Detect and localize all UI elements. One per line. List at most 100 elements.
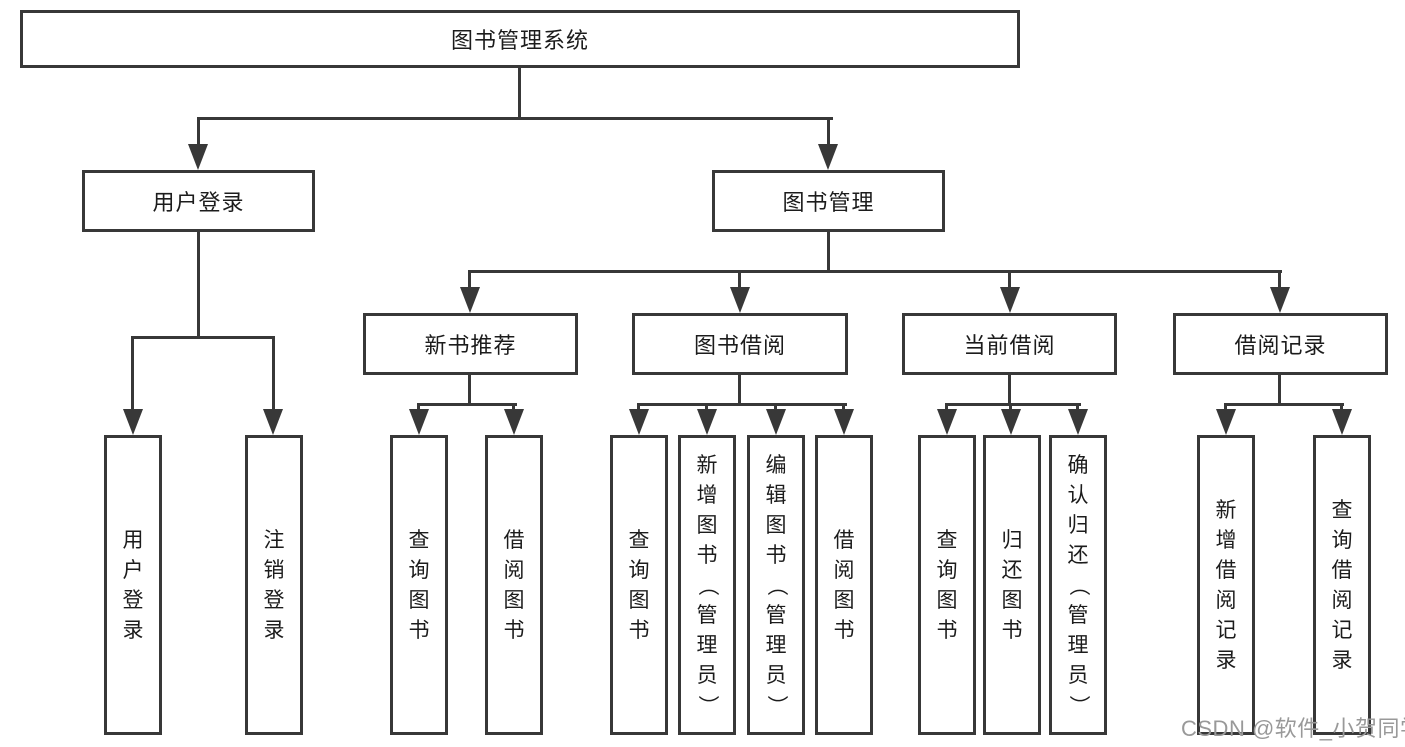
arrowhead-icon [1000,287,1020,313]
vertical-char: 询 [1331,528,1353,552]
vertical-char: 图 [503,588,525,612]
vertical-char: 图 [765,513,787,537]
leaf-add-book-admin: 新增图书（管理员） [678,435,736,735]
arrowhead-icon [263,409,283,435]
vertical-char: 管 [696,603,718,627]
vertical-char: 查 [936,528,958,552]
vertical-char: 新 [696,453,718,477]
leaf-borrow-books-recommend: 借阅图书 [485,435,543,735]
node-library-management-system: 图书管理系统 [20,10,1020,68]
vertical-char: 注 [263,528,285,552]
vertical-char: （ [1066,574,1090,596]
arrowhead-icon [937,409,957,435]
vertical-char: 图 [1001,588,1023,612]
connector-line [417,403,517,406]
connector-line [197,232,200,338]
arrowhead-icon [834,409,854,435]
connector-line [518,68,521,120]
vertical-char: 用 [122,528,144,552]
connector-line [512,403,515,413]
vertical-char: 借 [503,528,525,552]
connector-line [842,403,845,413]
vertical-char: 归 [1067,513,1089,537]
vertical-char: 询 [936,558,958,582]
leaf-edit-book-admin: 编辑图书（管理员） [747,435,805,735]
vertical-char: ） [764,694,788,716]
arrowhead-icon [1332,409,1352,435]
vertical-char: 查 [628,528,650,552]
vertical-char: 书 [936,618,958,642]
arrowhead-icon [1216,409,1236,435]
vertical-char: 阅 [1331,588,1353,612]
vertical-char: 图 [408,588,430,612]
connector-line [738,270,741,292]
vertical-char: ） [1066,694,1090,716]
vertical-char: 阅 [1215,588,1237,612]
connector-line [637,403,847,406]
node-book-borrowing: 图书借阅 [632,313,848,375]
connector-line [197,117,833,120]
vertical-char: 管 [1067,603,1089,627]
vertical-char: 书 [696,543,718,567]
vertical-char: 查 [408,528,430,552]
connector-line [774,403,777,413]
vertical-char: 记 [1331,618,1353,642]
vertical-char: 询 [628,558,650,582]
leaf-borrow-books-borrowing: 借阅图书 [815,435,873,735]
connector-line [827,232,830,272]
leaf-return-books: 归还图书 [983,435,1041,735]
leaf-logout: 注销登录 [245,435,303,735]
vertical-char: 书 [503,618,525,642]
vertical-char: 录 [1215,648,1237,672]
leaf-confirm-return-admin: 确认归还（管理员） [1049,435,1107,735]
leaf-query-books-recommend: 查询图书 [390,435,448,735]
vertical-char: （ [695,574,719,596]
vertical-char: 图 [936,588,958,612]
vertical-char: 还 [1067,543,1089,567]
connector-line [1224,403,1227,413]
connector-line [197,117,200,147]
vertical-char: 图 [628,588,650,612]
vertical-char: 归 [1001,528,1023,552]
vertical-char: 管 [765,603,787,627]
arrowhead-icon [629,409,649,435]
vertical-char: 录 [263,618,285,642]
connector-line [1278,375,1281,406]
arrowhead-icon [504,409,524,435]
vertical-char: 销 [263,558,285,582]
vertical-char: 记 [1215,618,1237,642]
connector-line [1076,403,1079,413]
vertical-char: 借 [1215,558,1237,582]
vertical-char: 书 [628,618,650,642]
connector-line [417,403,420,413]
vertical-char: 借 [833,528,855,552]
vertical-char: 编 [765,453,787,477]
vertical-char: 辑 [765,483,787,507]
connector-line [1008,375,1011,406]
vertical-char: 登 [263,588,285,612]
arrowhead-icon [1270,287,1290,313]
vertical-char: 员 [1067,663,1089,687]
arrowhead-icon [730,287,750,313]
arrowhead-icon [1001,409,1021,435]
vertical-char: 员 [696,663,718,687]
node-book-management: 图书管理 [712,170,945,232]
arrowhead-icon [409,409,429,435]
vertical-char: 增 [1215,528,1237,552]
connector-line [1008,270,1011,292]
vertical-char: 确 [1067,453,1089,477]
vertical-char: 图 [696,513,718,537]
node-current-borrowing: 当前借阅 [902,313,1117,375]
vertical-char: 借 [1331,558,1353,582]
vertical-char: 理 [696,633,718,657]
leaf-query-books-current: 查询图书 [918,435,976,735]
watermark: CSDN @软件_小贺同学 [1181,716,1405,741]
connector-line [1009,403,1012,413]
arrowhead-icon [460,287,480,313]
leaf-user-login: 用户登录 [104,435,162,735]
connector-line [945,403,948,413]
arrowhead-icon [766,409,786,435]
connector-line [827,117,830,147]
connector-line [131,336,134,412]
